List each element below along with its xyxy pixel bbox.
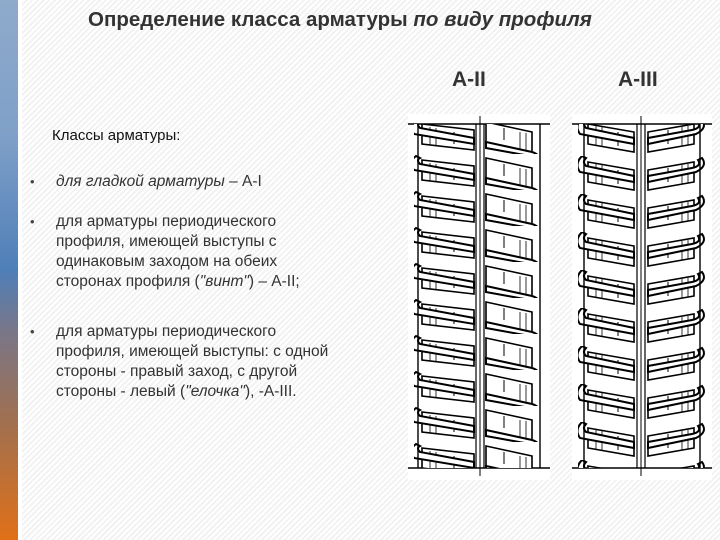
slide-title-regular: Определение класса арматуры [88,8,414,31]
bullet-icon: • [30,214,35,229]
bullet-line-italic: "елочка" [185,383,245,400]
bullet-line: профиля, имеющей выступы: с одной [56,343,329,360]
bullet-item-a2: • для арматуры периодического профиля, и… [30,212,400,292]
bullet-text-regular: – A-I [224,173,262,190]
bullet-text: для гладкой арматуры – A-I [56,172,400,192]
classes-heading: Классы арматуры: [52,127,181,144]
bullet-line: профиля, имеющей выступы с [56,233,277,250]
rebar-figure-a3 [572,114,712,480]
accent-side-bar-gap [18,0,22,540]
bullet-line: стороны - правый заход, с другой [56,363,298,380]
rebar-a3-herringbone-icon [572,116,712,476]
figure-label-a3: A-III [618,68,658,91]
bullet-item-a1: • для гладкой арматуры – A-I [30,172,400,192]
bullet-line: для арматуры периодического [56,213,277,230]
bullet-line-post: ), -A-III. [244,383,297,400]
rebar-figure-a2 [408,114,550,480]
bullet-text-italic: для гладкой арматуры [56,173,225,190]
rebar-a2-screw-icon [408,116,550,476]
bullet-line-italic: "винт" [199,273,249,290]
slide-title-italic: по виду профиля [413,8,592,31]
accent-side-bar [0,0,18,540]
bullet-icon: • [30,174,35,189]
bullet-line: для арматуры периодического [56,323,277,340]
bullet-icon: • [30,324,35,339]
bullet-line-pre: сторонах профиля ( [56,273,200,290]
figure-label-a2: A-II [452,68,486,91]
bullet-line: сторонах профиля ("винт") – A-II; [56,272,400,292]
bullet-text: для арматуры периодического профиля, име… [56,322,400,402]
bullet-line: одинаковым заходом на обеих [56,253,278,270]
bullet-line: стороны - левый ("елочка"), -A-III. [56,382,400,402]
bullet-line-pre: стороны - левый ( [56,383,186,400]
bullet-line-post: ) – A-II; [248,273,300,290]
bullet-item-a3: • для арматуры периодического профиля, и… [30,322,400,402]
bullet-text: для арматуры периодического профиля, име… [56,212,400,292]
slide-title: Определение класса арматуры по виду проф… [88,8,708,32]
